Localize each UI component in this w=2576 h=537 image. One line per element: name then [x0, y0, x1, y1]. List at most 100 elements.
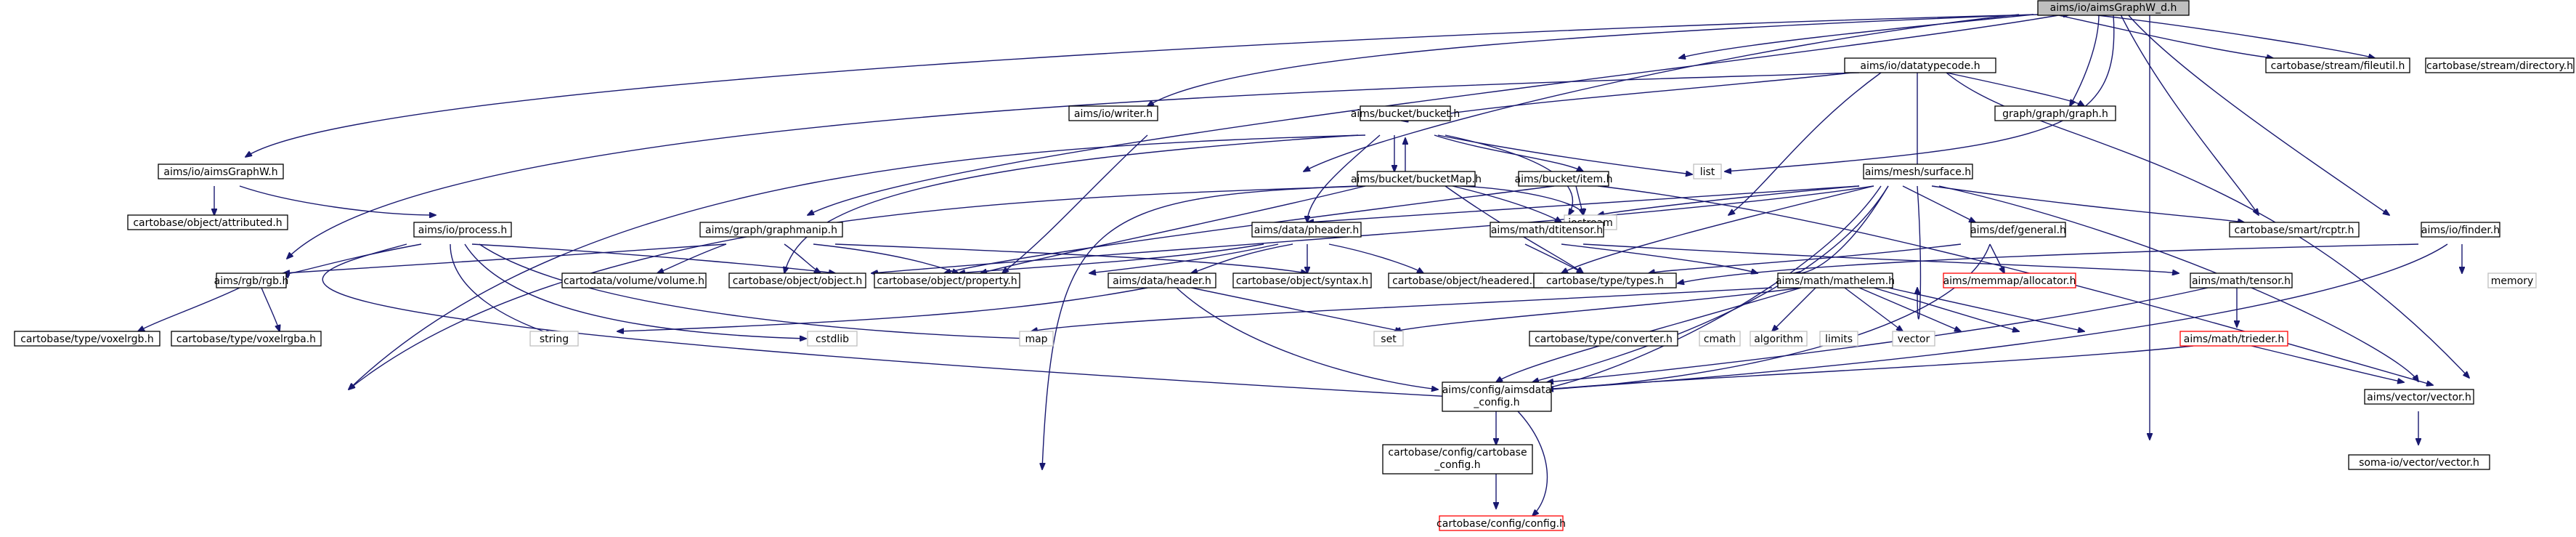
svg-text:aims/bucket/bucket.h: aims/bucket/bucket.h	[1351, 108, 1460, 120]
node-property[interactable]: cartobase/object/property.h	[874, 272, 1020, 288]
node-header[interactable]: aims/data/header.h	[1108, 272, 1216, 288]
edge	[1946, 72, 2084, 106]
edge	[1031, 287, 1773, 331]
node-types[interactable]: cartobase/type/types.h	[1533, 272, 1677, 288]
node-object[interactable]: cartobase/object/object.h	[728, 272, 866, 288]
node-mathelem[interactable]: aims/math/mathelem.h	[1776, 272, 1895, 288]
node-algorithm[interactable]: algorithm	[1750, 331, 1808, 347]
node-voxelrgba[interactable]: cartobase/type/voxelrgba.h	[171, 331, 322, 347]
node-cmath[interactable]: cmath	[1699, 331, 1741, 347]
node-graph[interactable]: graph/graph/graph.h	[1994, 105, 2116, 121]
svg-text:aims/math/dtitensor.h: aims/math/dtitensor.h	[1491, 225, 1603, 236]
edge	[657, 243, 727, 273]
svg-text:cartobase/type/voxelrgba.h: cartobase/type/voxelrgba.h	[176, 334, 316, 345]
edge	[1042, 185, 1359, 469]
edge	[245, 14, 2041, 157]
edge	[1561, 243, 1758, 273]
svg-text:list: list	[1700, 166, 1715, 178]
svg-text:cartobase/stream/directory.h: cartobase/stream/directory.h	[2426, 60, 2573, 72]
node-process[interactable]: aims/io/process.h	[413, 222, 512, 238]
node-allocator[interactable]: aims/memmap/allocator.h	[1943, 272, 2076, 288]
svg-text:set: set	[1381, 334, 1397, 345]
svg-text:aims/mesh/surface.h: aims/mesh/surface.h	[1865, 166, 1971, 178]
node-surface[interactable]: aims/mesh/surface.h	[1863, 163, 1973, 179]
node-voxelrgb[interactable]: cartobase/type/voxelrgb.h	[14, 331, 161, 347]
node-writer[interactable]: aims/io/writer.h	[1068, 105, 1158, 121]
svg-text:_config.h: _config.h	[1434, 459, 1480, 471]
svg-text:cartobase/smart/rcptr.h: cartobase/smart/rcptr.h	[2235, 225, 2354, 236]
edge	[1532, 185, 1889, 382]
node-aimsdata-config[interactable]: aims/config/aimsdata _config.h	[1442, 381, 1552, 412]
node-bucket[interactable]: aims/bucket/bucket.h	[1351, 105, 1460, 121]
node-bucketMap[interactable]: aims/bucket/bucketMap.h	[1351, 171, 1482, 187]
node-attributed[interactable]: cartobase/object/attributed.h	[127, 214, 288, 230]
edge	[871, 185, 1874, 273]
node-aimsGraphW_d[interactable]: aims/io/aimsGraphW_d.h	[2037, 0, 2190, 16]
node-datatypecode[interactable]: aims/io/datatypecode.h	[1844, 57, 1996, 73]
svg-text:memory: memory	[2491, 275, 2534, 287]
svg-text:aims/graph/graphmanip.h: aims/graph/graphmanip.h	[705, 225, 837, 236]
edge	[1307, 134, 1381, 222]
svg-text:aims/bucket/bucketMap.h: aims/bucket/bucketMap.h	[1351, 174, 1482, 185]
node-vector-h[interactable]: aims/vector/vector.h	[2364, 389, 2474, 405]
edge	[450, 243, 552, 334]
edge	[2127, 14, 2389, 215]
node-fileutil[interactable]: cartobase/stream/fileutil.h	[2265, 57, 2410, 73]
node-trieder[interactable]: aims/math/trieder.h	[2179, 331, 2288, 347]
svg-text:cartobase/object/attributed.h: cartobase/object/attributed.h	[133, 217, 282, 229]
edge	[1917, 185, 1922, 320]
node-pheader[interactable]: aims/data/pheader.h	[1251, 222, 1362, 238]
edge	[784, 134, 1359, 273]
svg-text:cartobase/object/object.h: cartobase/object/object.h	[733, 275, 863, 287]
edge	[1474, 185, 1882, 395]
edge	[1437, 134, 1692, 174]
node-converter[interactable]: cartobase/type/converter.h	[1529, 331, 1678, 347]
svg-text:aims/def/general.h: aims/def/general.h	[1970, 225, 2066, 236]
node-cstdlib[interactable]: cstdlib	[807, 331, 858, 347]
node-volume[interactable]: cartodata/volume/volume.h	[561, 272, 707, 288]
node-vector[interactable]: vector	[1892, 331, 1935, 347]
svg-text:aims/data/pheader.h: aims/data/pheader.h	[1254, 225, 1360, 236]
node-dtitensor[interactable]: aims/math/dtitensor.h	[1490, 222, 1604, 238]
edge	[1989, 243, 2004, 273]
svg-text:cartobase/type/converter.h: cartobase/type/converter.h	[1535, 334, 1673, 345]
node-graphmanip[interactable]: aims/graph/graphmanip.h	[699, 222, 843, 238]
node-set[interactable]: set	[1373, 331, 1404, 347]
node-directory[interactable]: cartobase/stream/directory.h	[2425, 57, 2575, 73]
node-memory[interactable]: memory	[2487, 272, 2537, 288]
node-syntax[interactable]: cartobase/object/syntax.h	[1232, 272, 1372, 288]
node-somaio-vector[interactable]: soma-io/vector/vector.h	[2348, 454, 2490, 470]
edge	[834, 243, 1307, 273]
svg-text:cartodata/volume/volume.h: cartodata/volume/volume.h	[564, 275, 704, 287]
edge	[1089, 243, 1279, 273]
node-rcptr[interactable]: cartobase/smart/rcptr.h	[2229, 222, 2360, 238]
edge	[1540, 243, 2448, 389]
node-config[interactable]: cartobase/config/config.h	[1437, 515, 1566, 531]
svg-text:cartobase/stream/fileutil.h: cartobase/stream/fileutil.h	[2271, 60, 2405, 72]
node-tensor[interactable]: aims/math/tensor.h	[2190, 272, 2293, 288]
node-item[interactable]: aims/bucket/item.h	[1515, 171, 1613, 187]
node-aimsGraphW[interactable]: aims/io/aimsGraphW.h	[158, 163, 284, 179]
edge	[479, 243, 1031, 339]
edge	[1328, 243, 1423, 273]
node-finder[interactable]: aims/io/finder.h	[2421, 222, 2500, 238]
edge	[349, 185, 1366, 389]
edge	[1191, 243, 1293, 273]
svg-text:aims/data/header.h: aims/data/header.h	[1113, 275, 1211, 287]
edges	[138, 14, 2469, 516]
node-map[interactable]: map	[1019, 331, 1054, 347]
node-headered[interactable]: cartobase/object/headered.h	[1388, 272, 1543, 288]
svg-text:cstdlib: cstdlib	[816, 334, 849, 345]
node-rgb[interactable]: aims/rgb/rgb.h	[214, 272, 289, 288]
node-limits[interactable]: limits	[1819, 331, 1858, 347]
svg-text:graph/graph/graph.h: graph/graph/graph.h	[2002, 108, 2108, 120]
node-string[interactable]: string	[529, 331, 579, 347]
svg-text:cartobase/config/config.h: cartobase/config/config.h	[1437, 518, 1566, 530]
edge	[1547, 345, 2194, 389]
edge	[1597, 185, 2433, 385]
node-list[interactable]: list	[1693, 163, 1722, 179]
node-cartobase-config[interactable]: cartobase/config/cartobase _config.h	[1382, 444, 1533, 475]
edge	[283, 243, 727, 273]
node-general[interactable]: aims/def/general.h	[1970, 222, 2066, 238]
